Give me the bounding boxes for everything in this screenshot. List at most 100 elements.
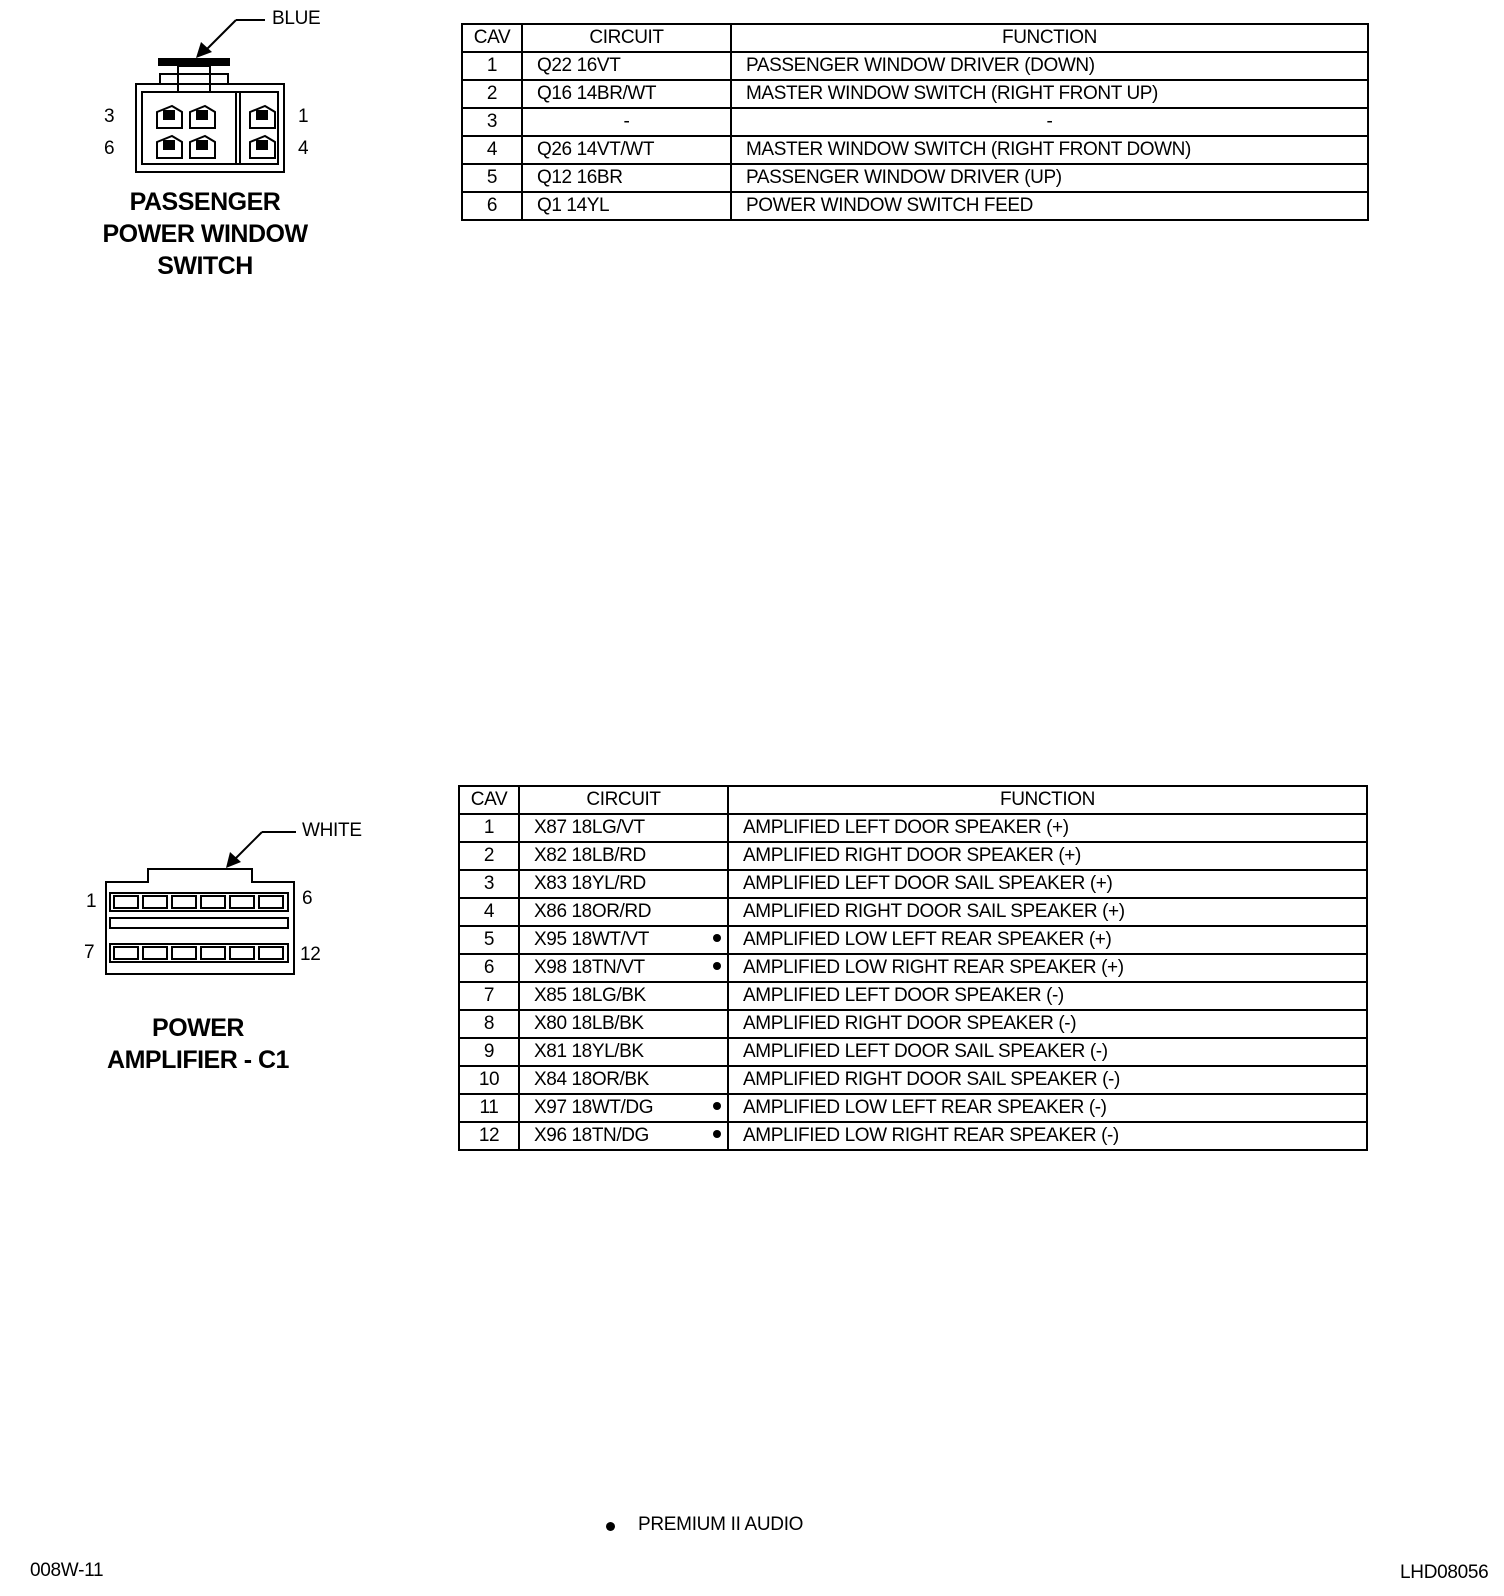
connector2-pin-label-7: 7 (84, 942, 95, 963)
function-cell: PASSENGER WINDOW DRIVER (DOWN) (730, 51, 1369, 81)
cav-cell: 1 (461, 51, 523, 81)
connector1-color-label: BLUE (272, 8, 321, 29)
circuit-cell: X96 18TN/DG (518, 1121, 729, 1151)
circuit-cell: X97 18WT/DG (518, 1093, 729, 1123)
connector1-pin-label-4: 4 (298, 138, 309, 159)
connector1-pinout-table: CAV CIRCUIT FUNCTION 1 Q22 16VT PASSENGER … (461, 23, 1369, 221)
circuit-cell: X81 18YL/BK (518, 1037, 729, 1067)
circuit-text: X96 18TN/DG (534, 1125, 649, 1146)
premium-audio-bullet-icon (713, 1102, 721, 1110)
table-row: 12 X96 18TN/DG AMPLIFIED LOW RIGHT REAR SP… (458, 1121, 1368, 1151)
connector1-title: PASSENGER POWER WINDOW SWITCH (60, 186, 350, 282)
function-cell: AMPLIFIED LEFT DOOR SPEAKER (-) (727, 981, 1368, 1011)
function-cell: AMPLIFIED LOW LEFT REAR SPEAKER (+) (727, 925, 1368, 955)
table-row: 6 Q1 14YL POWER WINDOW SWITCH FEED (461, 191, 1369, 221)
table-row: 9 X81 18YL/BK AMPLIFIED LEFT DOOR SAIL SPE… (458, 1037, 1368, 1067)
circuit-cell: Q12 16BR (521, 163, 732, 193)
circuit-text: Q22 16VT (537, 55, 621, 76)
footer-right-code: LHD08056 (1400, 1562, 1489, 1583)
function-cell: - (730, 107, 1369, 137)
circuit-cell: - (521, 107, 732, 137)
circuit-cell: X98 18TN/VT (518, 953, 729, 983)
function-cell: AMPLIFIED LEFT DOOR SAIL SPEAKER (+) (727, 869, 1368, 899)
circuit-text: X82 18LB/RD (534, 845, 646, 866)
circuit-text: X83 18YL/RD (534, 873, 646, 894)
footer-left-code: 008W-11 (30, 1560, 104, 1581)
circuit-cell: X83 18YL/RD (518, 869, 729, 899)
table-row: 1 Q22 16VT PASSENGER WINDOW DRIVER (DOWN) (461, 51, 1369, 81)
circuit-header: CIRCUIT (518, 785, 729, 815)
connector2-pin-label-12: 12 (300, 944, 321, 965)
circuit-text: X85 18LG/BK (534, 985, 646, 1006)
table-header-row: CAV CIRCUIT FUNCTION (461, 23, 1369, 53)
cav-cell: 3 (461, 107, 523, 137)
cav-cell: 5 (458, 925, 520, 955)
function-cell: AMPLIFIED RIGHT DOOR SAIL SPEAKER (+) (727, 897, 1368, 927)
connector1-title-line: SWITCH (157, 252, 253, 280)
function-cell: AMPLIFIED LOW RIGHT REAR SPEAKER (-) (727, 1121, 1368, 1151)
cav-cell: 1 (458, 813, 520, 843)
circuit-header: CIRCUIT (521, 23, 732, 53)
cav-header: CAV (458, 785, 520, 815)
table-row: 5 X95 18WT/VT AMPLIFIED LOW LEFT REAR SPEA… (458, 925, 1368, 955)
circuit-cell: X87 18LG/VT (518, 813, 729, 843)
function-cell: AMPLIFIED LEFT DOOR SPEAKER (+) (727, 813, 1368, 843)
table-row: 7 X85 18LG/BK AMPLIFIED LEFT DOOR SPEAKER … (458, 981, 1368, 1011)
function-cell: MASTER WINDOW SWITCH (RIGHT FRONT UP) (730, 79, 1369, 109)
premium-audio-legend: PREMIUM II AUDIO (638, 1514, 804, 1535)
cav-cell: 8 (458, 1009, 520, 1039)
table-row: 4 X86 18OR/RD AMPLIFIED RIGHT DOOR SAIL SP… (458, 897, 1368, 927)
cav-cell: 2 (458, 841, 520, 871)
table-row: 3-- (461, 107, 1369, 137)
cav-cell: 6 (461, 191, 523, 221)
function-cell: AMPLIFIED LOW RIGHT REAR SPEAKER (+) (727, 953, 1368, 983)
connector2-pin-label-6: 6 (302, 888, 313, 909)
cav-cell: 11 (458, 1093, 520, 1123)
connector2-color-label: WHITE (302, 820, 362, 841)
circuit-text: X95 18WT/VT (534, 929, 649, 950)
function-cell: AMPLIFIED LOW LEFT REAR SPEAKER (-) (727, 1093, 1368, 1123)
premium-audio-bullet-icon (606, 1522, 615, 1531)
cav-cell: 12 (458, 1121, 520, 1151)
cav-cell: 7 (458, 981, 520, 1011)
connector2-pinout-table: CAV CIRCUIT FUNCTION 1 X87 18LG/VT AMPLIFI… (458, 785, 1368, 1151)
connector2-title: POWER AMPLIFIER - C1 (60, 1012, 336, 1076)
circuit-text: Q26 14VT/WT (537, 139, 655, 160)
circuit-cell: Q22 16VT (521, 51, 732, 81)
circuit-cell: X86 18OR/RD (518, 897, 729, 927)
cav-cell: 6 (458, 953, 520, 983)
circuit-text: X84 18OR/BK (534, 1069, 649, 1090)
connector1-pin-label-3: 3 (104, 106, 115, 127)
function-header: FUNCTION (730, 23, 1369, 53)
circuit-text: X97 18WT/DG (534, 1097, 654, 1118)
circuit-cell: X95 18WT/VT (518, 925, 729, 955)
function-cell: AMPLIFIED RIGHT DOOR SPEAKER (+) (727, 841, 1368, 871)
circuit-text: X86 18OR/RD (534, 901, 652, 922)
connector1-title-line: PASSENGER (129, 188, 281, 216)
function-cell: AMPLIFIED RIGHT DOOR SAIL SPEAKER (-) (727, 1065, 1368, 1095)
circuit-cell: Q26 14VT/WT (521, 135, 732, 165)
cav-cell: 9 (458, 1037, 520, 1067)
premium-audio-bullet-icon (713, 962, 721, 970)
circuit-text: X81 18YL/BK (534, 1041, 644, 1062)
cav-cell: 5 (461, 163, 523, 193)
table-header-row: CAV CIRCUIT FUNCTION (458, 785, 1368, 815)
function-cell: AMPLIFIED LEFT DOOR SAIL SPEAKER (-) (727, 1037, 1368, 1067)
circuit-text: Q1 14YL (537, 195, 610, 216)
circuit-text: X98 18TN/VT (534, 957, 645, 978)
circuit-text: Q16 14BR/WT (537, 83, 657, 104)
cav-cell: 4 (458, 897, 520, 927)
function-cell: MASTER WINDOW SWITCH (RIGHT FRONT DOWN) (730, 135, 1369, 165)
circuit-text: X80 18LB/BK (534, 1013, 644, 1034)
connector2-diagram (105, 831, 296, 975)
function-cell: POWER WINDOW SWITCH FEED (730, 191, 1369, 221)
table-row: 11 X97 18WT/DG AMPLIFIED LOW LEFT REAR SPE… (458, 1093, 1368, 1123)
premium-audio-bullet-icon (713, 1130, 721, 1138)
circuit-text: X87 18LG/VT (534, 817, 645, 838)
circuit-cell: X84 18OR/BK (518, 1065, 729, 1095)
